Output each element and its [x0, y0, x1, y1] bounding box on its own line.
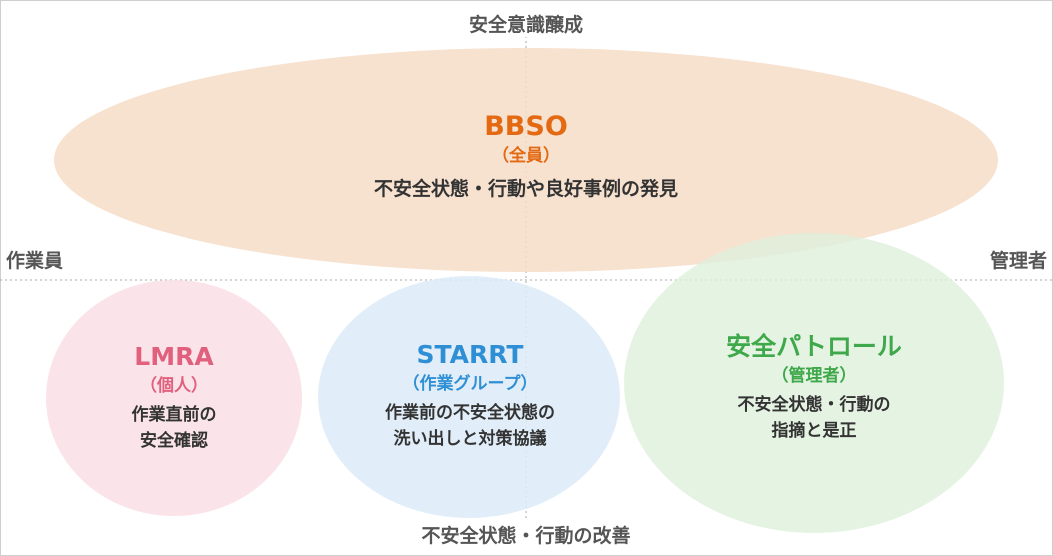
lmra-block: LMRA （個人） 作業直前の 安全確認 — [132, 340, 217, 454]
bbso-ellipse — [54, 48, 998, 272]
patrol-title: 安全パトロール — [726, 332, 902, 361]
starrt-description-line: 洗い出しと対策協議 — [393, 429, 547, 449]
patrol-description-line: 指摘と是正 — [771, 421, 857, 441]
patrol-block: 安全パトロール （管理者） 不安全状態・行動の 指摘と是正 — [726, 330, 902, 444]
bbso-block: BBSO （全員） 不安全状態・行動や良好事例の発見 — [374, 110, 678, 202]
patrol-ellipse — [624, 233, 1004, 533]
starrt-title: STARRT — [416, 340, 524, 369]
starrt-block: STARRT （作業グループ） 作業前の不安全状態の 洗い出しと対策協議 — [385, 338, 555, 452]
bbso-title: BBSO — [484, 111, 568, 142]
patrol-subtitle: （管理者） — [771, 366, 857, 386]
starrt-ellipse — [318, 276, 620, 518]
bbso-description: 不安全状態・行動や良好事例の発見 — [373, 178, 679, 200]
axis-label-top: 安全意識醸成 — [464, 10, 588, 37]
bbso-subtitle: （全員） — [491, 146, 560, 166]
lmra-subtitle: （個人） — [140, 376, 208, 396]
axis-label-left: 作業員 — [2, 246, 68, 273]
starrt-subtitle: （作業グループ） — [402, 374, 538, 394]
lmra-description-line: 作業直前の — [131, 405, 217, 425]
axis-label-bottom: 不安全状態・行動の改善 — [417, 521, 635, 548]
starrt-description-line: 作業前の不安全状態の — [385, 403, 555, 423]
lmra-ellipse — [46, 280, 302, 516]
lmra-description-line: 安全確認 — [140, 431, 208, 451]
patrol-description-line: 不安全状態・行動の — [737, 395, 891, 415]
lmra-title: LMRA — [134, 342, 214, 371]
axis-label-right: 管理者 — [985, 246, 1051, 273]
